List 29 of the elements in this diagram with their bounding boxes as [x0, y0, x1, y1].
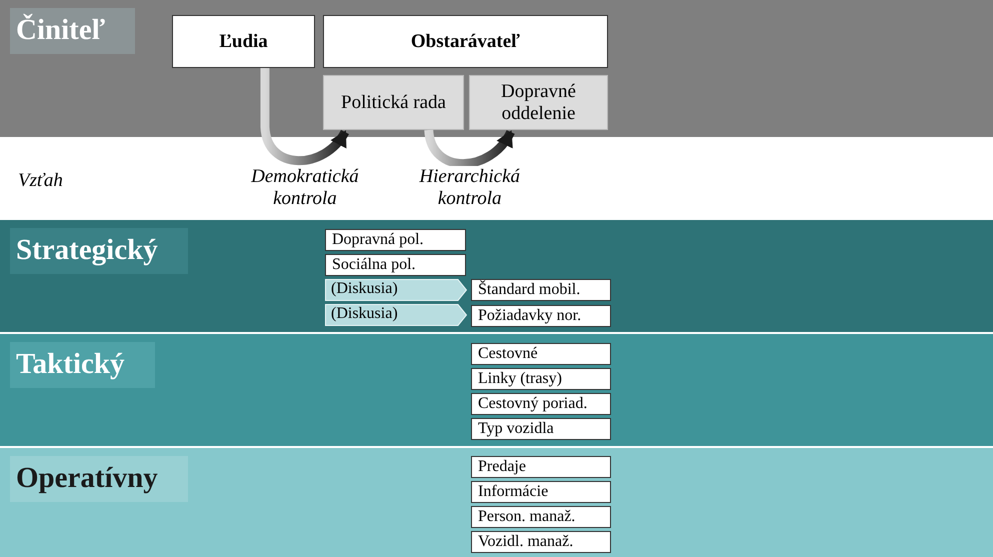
- level-band: [0, 334, 993, 446]
- task-box: Linky (trasy): [471, 368, 611, 390]
- task-box: Požiadavky nor.: [471, 305, 611, 327]
- row-label: Vzťah: [18, 170, 63, 192]
- chevron-box: (Diskusia): [325, 279, 467, 301]
- task-box: Predaje: [471, 456, 611, 478]
- band-heading: Operatívny: [10, 456, 188, 502]
- task-box: Vozidl. manaž.: [471, 531, 611, 553]
- task-box: Informácie: [471, 481, 611, 503]
- task-box: Cestovný poriad.: [471, 393, 611, 415]
- chevron-box: (Diskusia): [325, 304, 467, 326]
- task-box: Sociálna pol.: [325, 254, 466, 276]
- actor-box: Ľudia: [172, 15, 315, 68]
- actor-box: Dopravné oddelenie: [469, 75, 608, 130]
- task-box: Štandard mobil.: [471, 279, 611, 301]
- curved-arrow: [424, 129, 515, 168]
- actor-box: Politická rada: [323, 75, 464, 130]
- band-heading: Taktický: [10, 342, 155, 388]
- task-box: Typ vozidla: [471, 418, 611, 440]
- level-band: [0, 220, 993, 332]
- task-box: Dopravná pol.: [325, 229, 466, 251]
- task-box: Person. manaž.: [471, 506, 611, 528]
- band-heading: Strategický: [10, 228, 188, 274]
- actor-box: Obstarávateľ: [323, 15, 608, 68]
- level-band: [0, 0, 993, 137]
- band-heading: Činiteľ: [10, 8, 136, 54]
- curved-arrow: [260, 68, 349, 166]
- level-band: [0, 448, 993, 557]
- task-box: Cestovné: [471, 343, 611, 365]
